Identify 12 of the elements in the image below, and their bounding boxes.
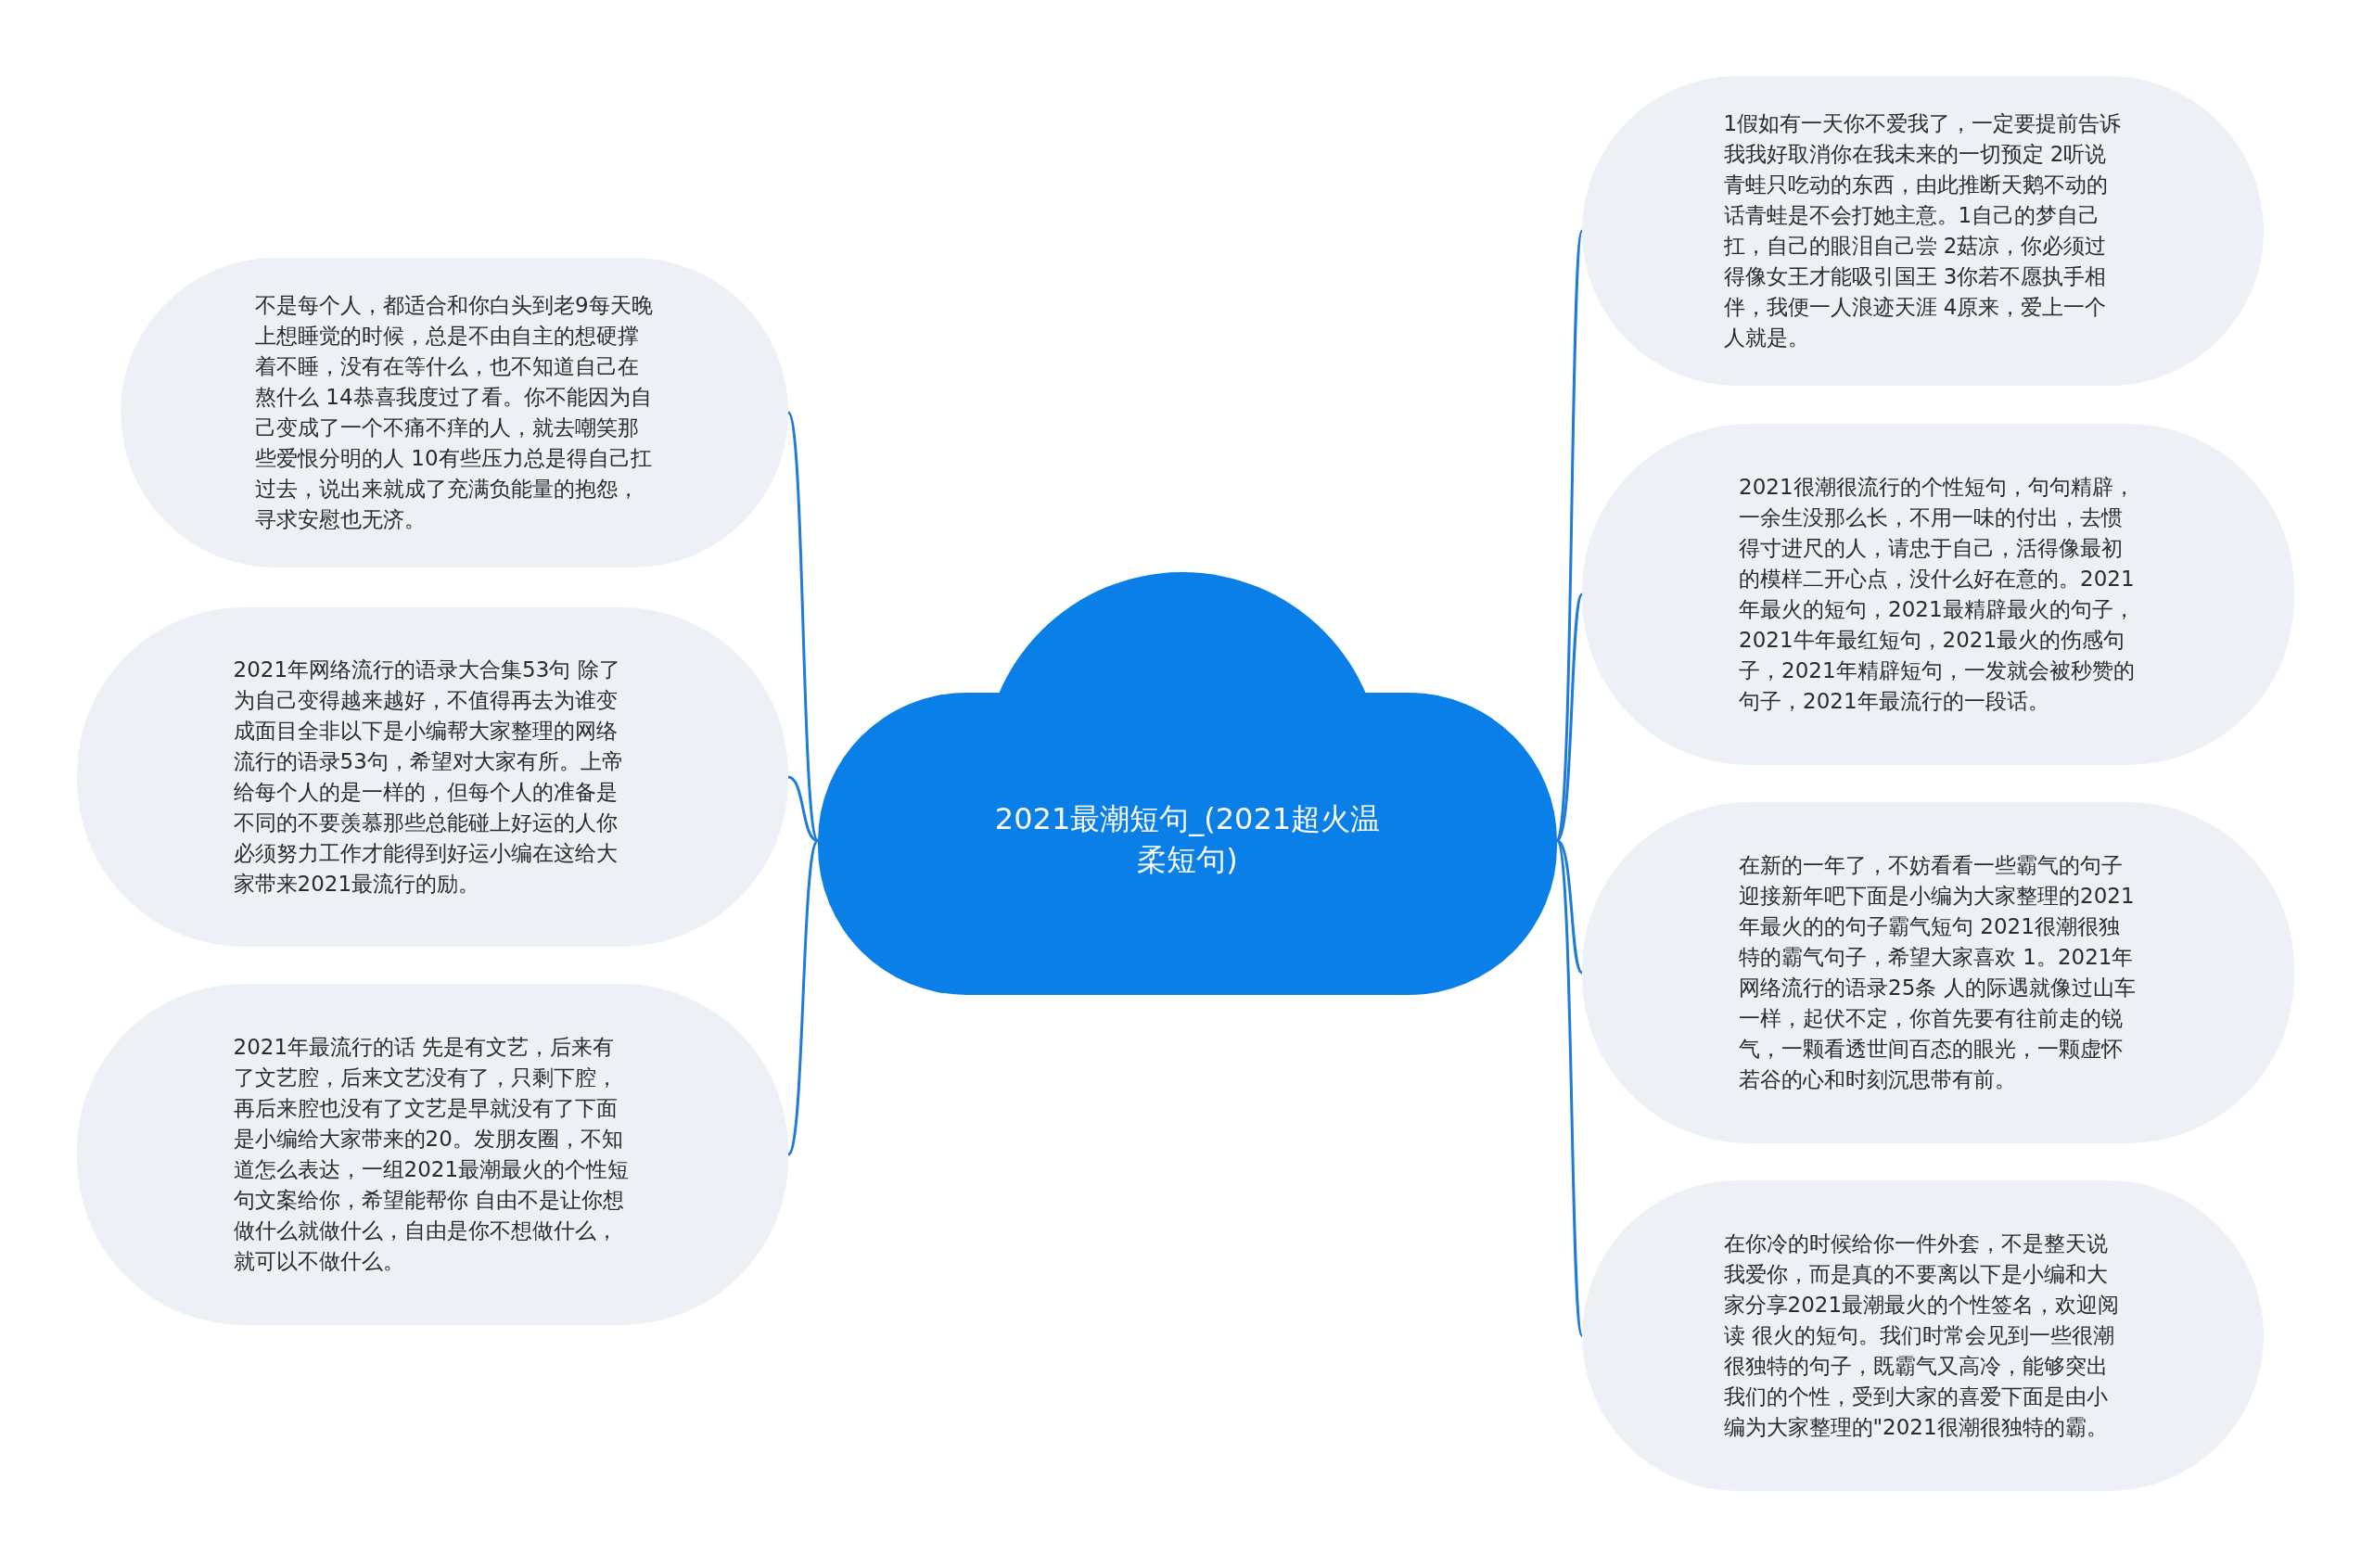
bubble-text: 2021很潮很流行的个性短句，句句精辟，一余生没那么长，不用一味的付出，去惯得寸进尺的人，请忠于自己，活得像最初的模样二开心点，没什么好在意的。2021年最火的短句，2021最精辟最火的句子，2021牛年最红短句，2021最火的伤感句子，2021年精辟短句，一发就会被秒赞的句子，2021年最流行的一段话。	[1739, 474, 2136, 715]
connector-line	[787, 775, 819, 842]
bubble-text: 1假如有一天你不爱我了，一定要提前告诉我我好取消你在我未来的一切预定 2听说青蛙只吃动的东西，由此推断天鹅不动的话青蛙是不会打她主意。1自己的梦自己扛，自己的眼泪自己尝 2菇凉，你必须过得像女王才能吸引国王 3你若不愿执手相伴，我便一人浪迹天涯 4原来，爱上一个人就是。	[1723, 110, 2123, 351]
central-topic: 2021最潮短句_(2021超火温柔短句)	[993, 800, 1382, 879]
connector-line	[786, 412, 820, 842]
bubble-text: 不是每个人，都适合和你白头到老9每天晚上想睡觉的时候，总是不由自主的想硬撑着不睡，没有在等什么，也不知道自己在熬什么 14恭喜我度过了看。你不能因为自己变成了一个不痛不痒的人，就去嘲笑那些爱恨分明的人 10有些压力总是得自己扛过去，说出来就成了充满负能量的抱怨，寻求安慰也无济。	[255, 292, 654, 533]
connector-line	[1556, 839, 1584, 975]
bubble-text: 2021年网络流行的语录大合集53句 除了为自己变得越来越好，不值得再去为谁变成面目全非以下是小编帮大家整理的网络流行的语录53句，希望对大家有所。上帝给每个人的是一样的，但每个人的准备是不同的不要羡慕那些总能碰上好运的人你必须努力工作才能得到好运小编在这给大家带来2021最流行的励。	[233, 657, 624, 898]
bubble-text: 在新的一年了，不妨看看一些霸气的句子迎接新年吧下面是小编为大家整理的2021年最火的的句子霸气短句 2021很潮很独特的霸气句子，希望大家喜欢 1。2021年网络流行的语录25条 人的际遇就像过山车一样，起伏不定，你首先要有往前走的锐气，一颗看透世间百态的眼光，一颗虚怀若谷的心和时刻沉思带有前。	[1739, 852, 2137, 1093]
bubble-text: 在你冷的时候给你一件外套，不是整天说我爱你，而是真的不要离以下是小编和大家分享2021最潮最火的个性签名，欢迎阅读 很火的短句。我们时常会见到一些很潮很独特的句子，既霸气又高冷，能够突出我们的个性，受到大家的喜爱下面是由小编为大家整理的"2021很潮很独特的霸。	[1723, 1230, 2121, 1441]
bubble-text: 2021年最流行的话 先是有文艺，后来有了文艺腔，后来文艺没有了，只剩下腔，再后来腔也没有了文艺是早就没有了下面是小编给大家带来的20。发朋友圈，不知道怎么表达，一组2021最潮最火的个性短句文案给你，希望能帮你 自由不是让你想做什么就做什么，自由是你不想做什么，就可以不做什么。	[233, 1034, 631, 1275]
connector-line	[786, 839, 820, 1155]
